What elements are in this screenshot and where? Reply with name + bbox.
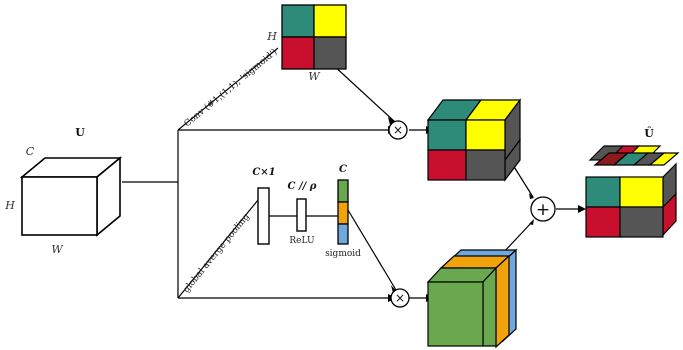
- multiply-sign-bottom: ×: [395, 291, 405, 305]
- fc2-activation-label: ReLU: [289, 236, 315, 246]
- pool-branch-label: global averge pooling: [182, 212, 252, 295]
- output-u-hat-label: Û: [644, 126, 654, 140]
- arrowhead-add-bottom: [529, 219, 534, 225]
- fc1-vector: [257, 187, 270, 245]
- input-w-label: W: [51, 243, 64, 256]
- spatial-attention-map: [281, 4, 347, 70]
- weight-blue: [337, 223, 349, 245]
- map-to-mult-line: [331, 63, 396, 123]
- add-op: +: [530, 196, 556, 222]
- map-cell-red: [281, 36, 315, 70]
- channel-weights: [337, 179, 349, 245]
- multiply-sign-top: ×: [393, 123, 403, 137]
- input-c-label: C: [26, 145, 35, 158]
- weights-to-mult-line: [347, 209, 397, 291]
- weight-orange: [337, 201, 349, 225]
- output-cube-u-hat: [585, 145, 680, 238]
- map-h-label: H: [266, 30, 277, 43]
- map-cell-teal: [281, 4, 315, 38]
- fc3-activation-label: sigmoid: [325, 249, 361, 259]
- map-w-label: W: [308, 70, 321, 83]
- fc2-label: C // ρ: [288, 181, 317, 192]
- input-cube-u: [19, 156, 123, 237]
- conv-branch-label: Conv (#1,(1,1), 'sigmoid'): [182, 47, 279, 130]
- map-cell-gray: [313, 36, 347, 70]
- arrowhead-add-top: [529, 193, 534, 199]
- input-h-label: H: [4, 199, 15, 212]
- arrowhead-add-out: [578, 205, 586, 213]
- input-u-label: U: [75, 126, 85, 139]
- bottom-cube-to-add-line: [501, 220, 534, 255]
- multiply-op-bottom: ×: [390, 288, 410, 308]
- conv-branch-line: [177, 47, 279, 131]
- multiply-op-top: ×: [388, 120, 408, 140]
- map-cell-yellow: [313, 4, 347, 38]
- pool-branch-line: [177, 199, 259, 299]
- channel-weighted-cube: [426, 248, 518, 349]
- weight-green: [337, 179, 349, 203]
- fc1-label: C×1: [252, 167, 275, 178]
- add-sign: +: [536, 200, 550, 220]
- spatial-weighted-cube: [426, 98, 522, 182]
- fc2-vector: [296, 198, 307, 232]
- fc3-label: C: [339, 164, 347, 175]
